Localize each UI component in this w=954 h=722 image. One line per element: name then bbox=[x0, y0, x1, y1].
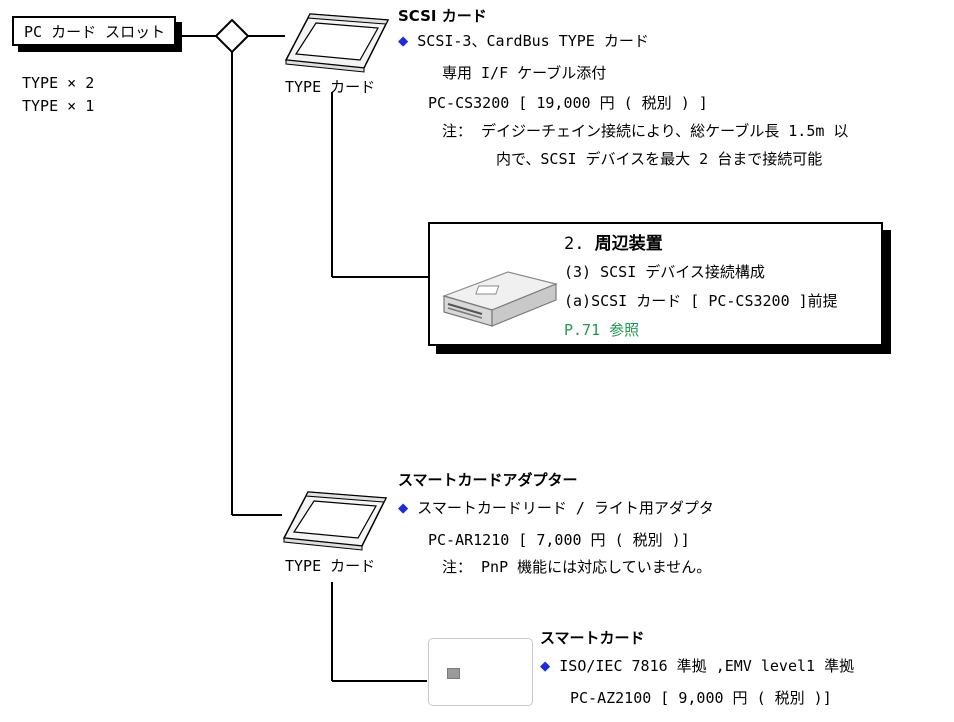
smartcard-bullet-row: ◆ ISO/IEC 7816 準拠 ,EMV level1 準拠 bbox=[540, 658, 854, 675]
adapter-detail: PC-AR1210 [ 7,000 円 ( 税別 )] bbox=[428, 531, 690, 549]
blue-diamond-bullet-icon: ◆ bbox=[398, 31, 409, 51]
reference-box: 2. 周辺装置 (3) SCSI デバイス接続構成 (a)SCSI カード [ … bbox=[428, 222, 883, 346]
scsi-card-note: 注： デイジーチェイン接続により、総ケーブル長 1.5m 以 bbox=[442, 122, 849, 140]
smartcard-title: スマートカード bbox=[540, 629, 645, 647]
diamond-junction-icon bbox=[214, 18, 250, 54]
adapter-caption: TYPE カード bbox=[285, 557, 376, 575]
reference-line: (a)SCSI カード [ PC-CS3200 ]前提 bbox=[564, 292, 838, 310]
smartcard-detail: PC-AZ2100 [ 9,000 円 ( 税別 )] bbox=[570, 689, 832, 707]
chip-icon bbox=[447, 668, 460, 679]
blue-diamond-bullet-icon: ◆ bbox=[398, 498, 409, 518]
external-drive-icon bbox=[442, 271, 558, 327]
scsi-card-detail: 専用 I/F ケーブル添付 bbox=[442, 64, 607, 82]
adapter-note: 注： PnP 機能には対応していません。 bbox=[442, 558, 712, 576]
scsi-card-title: SCSI カード bbox=[398, 7, 487, 25]
scsi-card-caption: TYPE カード bbox=[285, 78, 376, 96]
slot-label: PC カード スロット bbox=[24, 22, 166, 41]
reference-heading: 2. 周辺装置 bbox=[564, 236, 663, 253]
scsi-card-note: 内で、SCSI デバイスを最大 2 台まで接続可能 bbox=[496, 150, 823, 168]
scsi-card-bullet-row: ◆ SCSI-3、CardBus TYPE カード bbox=[398, 33, 649, 50]
blue-diamond-bullet-icon: ◆ bbox=[540, 656, 551, 676]
pc-card-icon bbox=[282, 491, 388, 551]
slot-type-line: TYPE × 2 bbox=[22, 74, 95, 92]
smartcard-icon bbox=[428, 638, 533, 706]
reference-heading-number: 2. bbox=[564, 234, 585, 254]
reference-page-link[interactable]: P.71 参照 bbox=[564, 321, 640, 339]
scsi-card-spec: SCSI-3、CardBus TYPE カード bbox=[417, 32, 649, 50]
reference-line: (3) SCSI デバイス接続構成 bbox=[564, 263, 765, 281]
adapter-bullet-row: ◆ スマートカードリード / ライト用アダプタ bbox=[398, 500, 714, 517]
pc-card-icon bbox=[284, 13, 390, 73]
adapter-spec: スマートカードリード / ライト用アダプタ bbox=[417, 499, 714, 517]
smartcard-spec: ISO/IEC 7816 準拠 ,EMV level1 準拠 bbox=[559, 657, 855, 675]
pc-card-slot-box: PC カード スロット bbox=[12, 16, 176, 46]
adapter-title: スマートカードアダプター bbox=[398, 471, 578, 489]
slot-type-line: TYPE × 1 bbox=[22, 97, 95, 115]
scsi-card-detail: PC-CS3200 [ 19,000 円 ( 税別 ) ] bbox=[428, 94, 708, 112]
reference-heading-title: 周辺装置 bbox=[594, 234, 663, 254]
